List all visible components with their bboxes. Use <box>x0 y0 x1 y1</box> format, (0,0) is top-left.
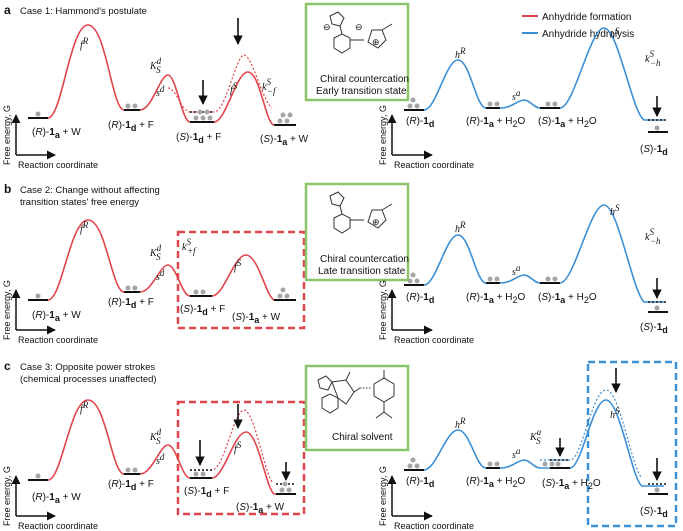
svg-text:(S)-1d: (S)-1d <box>640 144 668 157</box>
svg-text:(S)-1a + W: (S)-1a + W <box>232 312 281 325</box>
svg-text:Free energy, G: Free energy, G <box>2 280 12 340</box>
svg-text:KdS: KdS <box>149 56 162 75</box>
svg-text:KaS: KaS <box>529 427 542 446</box>
panel-letter-a: a <box>4 3 11 17</box>
svg-text:(S)-1a + W: (S)-1a + W <box>260 134 309 147</box>
panel-c-red-box <box>176 400 306 516</box>
svg-text:kS−h: kS−h <box>645 49 661 68</box>
svg-text:(R)-1a + W: (R)-1a + W <box>32 127 81 140</box>
svg-text:(R)-1a + H2O: (R)-1a + H2O <box>466 476 525 489</box>
panel-c-molecule-box: Chiral solvent <box>304 364 410 452</box>
svg-text:(R)-1d + F: (R)-1d + F <box>108 297 154 310</box>
panel-b-case-1: Case 2: Change without affecting <box>20 185 160 196</box>
panel-a: a Case 1: Hammond's postulate Reaction c… <box>2 2 668 170</box>
svg-text:Reaction coordinate: Reaction coordinate <box>18 521 98 531</box>
panel-b: b Case 2: Change without affecting trans… <box>2 182 668 345</box>
svg-text:KdS: KdS <box>149 243 162 262</box>
panel-c-box-caption: Chiral solvent <box>332 432 393 443</box>
svg-text:sa: sa <box>512 88 521 103</box>
svg-text:fR: fR <box>80 400 89 415</box>
panel-c: c Case 3: Opposite power strokes (chemic… <box>2 359 678 531</box>
y-axis-label: Free energy, G <box>2 105 12 165</box>
svg-text:hR: hR <box>455 220 466 235</box>
x-axis-label: Reaction coordinate <box>18 160 98 170</box>
svg-text:kS−h: kS−h <box>645 227 661 246</box>
svg-text:Reaction coordinate: Reaction coordinate <box>394 521 474 531</box>
svg-text:(S)-1d + F: (S)-1d + F <box>180 304 225 317</box>
svg-text:(S)-1d: (S)-1d <box>640 506 668 519</box>
svg-text:Free energy, G: Free energy, G <box>378 280 388 340</box>
svg-text:(R)-1d: (R)-1d <box>406 476 434 489</box>
svg-text:Reaction coordinate: Reaction coordinate <box>394 160 474 170</box>
svg-text:(R)-1d: (R)-1d <box>406 292 434 305</box>
panel-b-box-caption-2: Late transition state <box>318 266 406 277</box>
svg-text:(R)-1a + W: (R)-1a + W <box>32 492 81 505</box>
svg-text:sd: sd <box>156 84 165 99</box>
legend-formation: Anhydride formation <box>542 12 632 23</box>
panel-c-case-1: Case 3: Opposite power strokes <box>20 362 155 373</box>
svg-text:⊕: ⊕ <box>372 37 380 47</box>
hydrolysis-curve <box>404 27 664 121</box>
panel-c-blue-box <box>586 360 678 528</box>
panel-b-molecule-box: ⊕ Chiral countercation Late transition s… <box>304 182 410 282</box>
formation-curve <box>28 24 296 126</box>
svg-text:Reaction coordinate: Reaction coordinate <box>18 335 98 345</box>
panel-letter-b: b <box>4 182 11 196</box>
panel-c-case-2: (chemical processes unaffected) <box>20 374 157 385</box>
svg-text:(S)-1a + H2O: (S)-1a + H2O <box>542 478 601 491</box>
svg-text:hS: hS <box>610 26 620 41</box>
svg-text:sa: sa <box>512 263 521 278</box>
svg-text:fR: fR <box>80 220 89 235</box>
svg-text:hR: hR <box>455 46 466 61</box>
legend: Anhydride formation Anhydride hydrolysis <box>522 12 634 40</box>
svg-text:⊖: ⊖ <box>323 22 331 32</box>
panel-a-molecule-box: ⊖ ⊖ ⊕ Chiral countercation Early transit… <box>304 2 410 102</box>
svg-text:(S)-1d + F: (S)-1d + F <box>184 486 229 499</box>
panel-b-red-box <box>176 230 306 330</box>
legend-hydrolysis: Anhydride hydrolysis <box>542 29 634 40</box>
panel-b-case-2: transition states' free energy <box>20 197 139 208</box>
svg-text:hS: hS <box>610 406 620 421</box>
svg-text:(R)-1d: (R)-1d <box>406 116 434 129</box>
svg-text:Free energy, G: Free energy, G <box>378 105 388 165</box>
svg-text:fS: fS <box>230 81 238 96</box>
panel-b-box-caption-1: Chiral countercation <box>320 254 409 265</box>
svg-text:fR: fR <box>80 36 89 51</box>
panel-a-box-caption-2: Early transition state <box>316 86 407 97</box>
svg-text:kS−f: kS−f <box>262 77 277 96</box>
svg-text:⊕: ⊕ <box>372 217 380 227</box>
svg-text:sa: sa <box>512 446 521 461</box>
svg-text:(R)-1a + H2O: (R)-1a + H2O <box>466 292 525 305</box>
svg-text:kS+f: kS+f <box>182 237 197 256</box>
svg-text:(R)-1d + F: (R)-1d + F <box>108 120 154 133</box>
svg-text:(S)-1d: (S)-1d <box>640 322 668 335</box>
svg-text:fS: fS <box>234 440 242 455</box>
panel-a-left-axes: Reaction coordinate Free energy, G <box>2 105 98 170</box>
svg-text:(S)-1a + W: (S)-1a + W <box>236 502 285 515</box>
svg-text:(S)-1a + H2O: (S)-1a + H2O <box>538 116 597 129</box>
svg-text:fS: fS <box>234 258 242 273</box>
svg-text:(R)-1a + W: (R)-1a + W <box>32 310 81 323</box>
panel-letter-c: c <box>4 359 11 373</box>
svg-text:(R)-1a + H2O: (R)-1a + H2O <box>466 116 525 129</box>
svg-text:(S)-1d + F: (S)-1d + F <box>176 132 221 145</box>
svg-text:Reaction coordinate: Reaction coordinate <box>394 335 474 345</box>
svg-text:Free energy, G: Free energy, G <box>2 466 12 526</box>
panel-a-box-caption-1: Chiral countercation <box>320 74 409 85</box>
svg-text:Free energy, G: Free energy, G <box>378 466 388 526</box>
svg-text:hR: hR <box>455 416 466 431</box>
svg-text:(R)-1d + F: (R)-1d + F <box>108 479 154 492</box>
svg-text:KdS: KdS <box>149 427 162 446</box>
svg-text:(S)-1a + H2O: (S)-1a + H2O <box>538 292 597 305</box>
svg-text:sd: sd <box>156 268 165 283</box>
svg-text:sd: sd <box>156 452 165 467</box>
panel-a-case: Case 1: Hammond's postulate <box>20 6 147 17</box>
svg-text:hS: hS <box>610 203 620 218</box>
svg-text:⊖: ⊖ <box>355 22 363 32</box>
